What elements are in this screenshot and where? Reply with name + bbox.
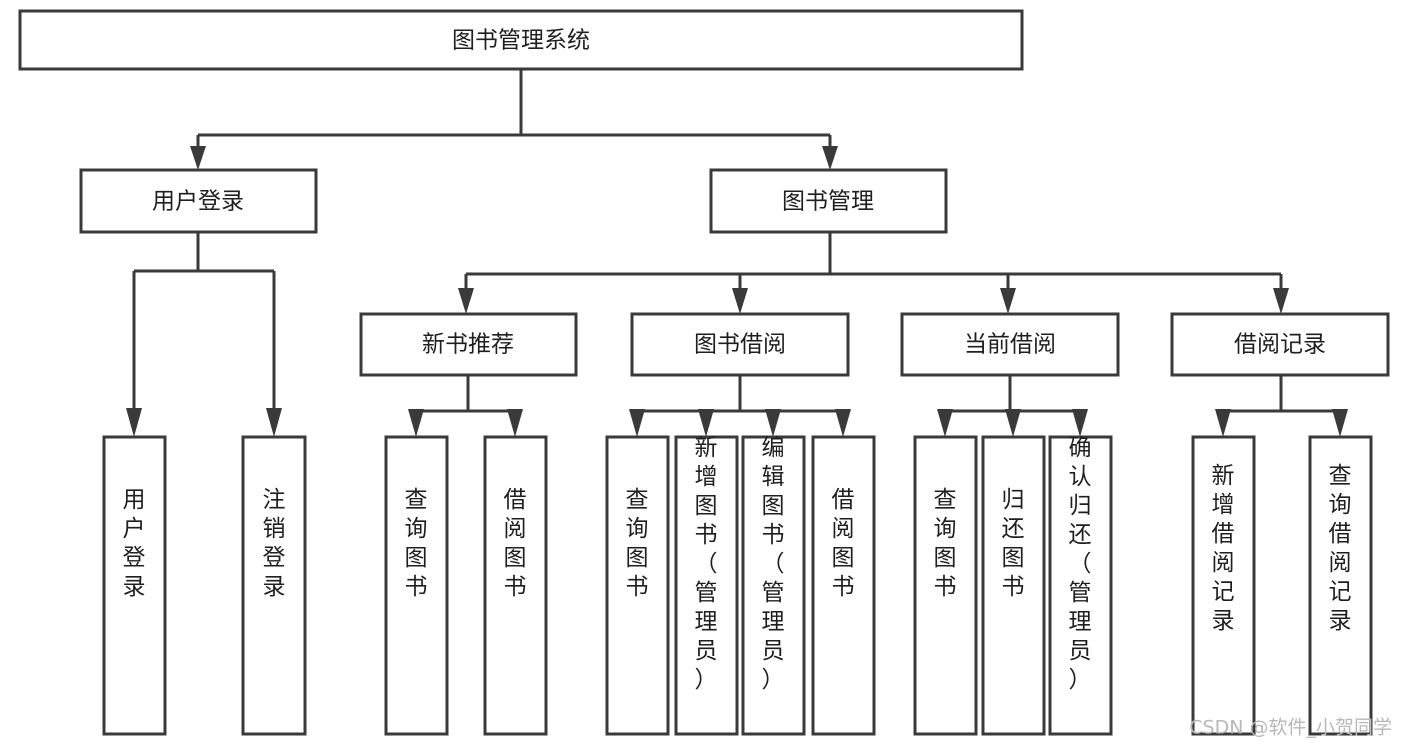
- node-leaf-edit-book-label: 编辑图书（管理员）: [762, 435, 785, 693]
- node-book-management[interactable]: 图书管理: [709, 168, 948, 234]
- node-leaf-add-record-box[interactable]: [1191, 435, 1256, 736]
- node-leaf-borrow-book-1[interactable]: 借阅图书: [483, 435, 548, 736]
- arrow-head-leaf-logout-login: [266, 408, 282, 437]
- node-borrow-record-box[interactable]: [1170, 312, 1390, 377]
- node-root-label: 图书管理系统: [452, 28, 590, 54]
- node-leaf-return-book[interactable]: 归还图书: [981, 435, 1046, 736]
- node-current-borrow-box[interactable]: [900, 312, 1120, 377]
- arrow-head-current-borrow: [1000, 288, 1016, 314]
- node-leaf-query-book-3-label: 查询图书: [934, 487, 957, 600]
- node-leaf-borrow-book-2[interactable]: 借阅图书: [811, 435, 876, 736]
- watermark-label: CSDN @软件_小贺同学: [1189, 717, 1392, 739]
- node-root[interactable]: 图书管理系统: [18, 9, 1024, 71]
- node-leaf-query-book-2-label: 查询图书: [626, 487, 649, 600]
- arrow-head-borrow-record: [1273, 288, 1289, 314]
- arrow-head-leaf-add-book: [698, 409, 714, 437]
- node-leaf-query-record-label: 查询借阅记录: [1329, 463, 1352, 634]
- node-user-login[interactable]: 用户登录: [79, 168, 318, 234]
- node-book-borrow-box[interactable]: [630, 312, 850, 377]
- node-leaf-add-book-label: 新增图书（管理员）: [695, 435, 718, 693]
- arrow-head-leaf-query-book-2: [629, 409, 645, 437]
- arrow-head-leaf-confirm-return: [1072, 409, 1088, 437]
- node-leaf-return-book-box[interactable]: [981, 435, 1046, 736]
- node-book-borrow[interactable]: 图书借阅: [630, 312, 850, 377]
- node-new-book-recommend-label: 新书推荐: [422, 332, 514, 358]
- node-leaf-confirm-return-label: 确认归还（管理员）: [1069, 435, 1092, 693]
- node-book-management-box[interactable]: [709, 168, 948, 234]
- arrow-head-leaf-borrow-book-2: [835, 409, 851, 437]
- node-leaf-user-login-label: 用户登录: [123, 487, 146, 600]
- node-leaf-query-book-1-box[interactable]: [384, 435, 449, 736]
- node-leaf-query-book-2-box[interactable]: [605, 435, 670, 736]
- arrow-head-leaf-borrow-book-1: [507, 409, 523, 437]
- connector-layer: [126, 69, 1348, 437]
- node-borrow-record-label: 借阅记录: [1234, 332, 1326, 358]
- node-leaf-edit-book[interactable]: 编辑图书（管理员）: [741, 435, 806, 736]
- node-leaf-query-book-1-label: 查询图书: [405, 487, 428, 600]
- arrow-head-leaf-query-record: [1332, 409, 1348, 437]
- node-leaf-edit-book-box[interactable]: [741, 435, 806, 736]
- node-leaf-add-book-box[interactable]: [674, 435, 739, 736]
- node-book-borrow-label: 图书借阅: [694, 332, 786, 358]
- arrow-head-leaf-query-book-1: [408, 409, 424, 437]
- arrow-head-leaf-add-record: [1215, 409, 1231, 437]
- node-leaf-borrow-book-1-box[interactable]: [483, 435, 548, 736]
- arrow-head-leaf-query-book-3: [937, 409, 953, 437]
- node-root-box[interactable]: [18, 9, 1024, 71]
- node-leaf-add-book[interactable]: 新增图书（管理员）: [674, 435, 739, 736]
- node-leaf-query-book-3[interactable]: 查询图书: [913, 435, 978, 736]
- node-leaf-query-book-3-box[interactable]: [913, 435, 978, 736]
- node-borrow-record[interactable]: 借阅记录: [1170, 312, 1390, 377]
- node-current-borrow-label: 当前借阅: [964, 332, 1056, 358]
- node-leaf-borrow-book-2-label: 借阅图书: [832, 487, 855, 600]
- node-leaf-confirm-return-box[interactable]: [1048, 435, 1113, 736]
- node-leaf-borrow-book-1-label: 借阅图书: [504, 487, 527, 600]
- node-leaf-logout-login-label: 注销登录: [263, 487, 286, 600]
- arrow-head-book-borrow: [732, 288, 748, 314]
- node-user-login-label: 用户登录: [152, 189, 244, 215]
- arrow-head-user-login: [190, 146, 206, 170]
- node-leaf-query-record[interactable]: 查询借阅记录: [1308, 435, 1373, 736]
- node-current-borrow[interactable]: 当前借阅: [900, 312, 1120, 377]
- node-new-book-recommend-box[interactable]: [359, 312, 578, 377]
- node-leaf-user-login[interactable]: 用户登录: [102, 435, 167, 736]
- node-leaf-query-book-2[interactable]: 查询图书: [605, 435, 670, 736]
- arrow-head-leaf-user-login: [126, 408, 142, 437]
- arrow-head-book-management: [822, 146, 838, 170]
- node-user-login-box[interactable]: [79, 168, 318, 234]
- node-leaf-borrow-book-2-box[interactable]: [811, 435, 876, 736]
- node-leaf-logout-login[interactable]: 注销登录: [241, 435, 307, 736]
- arrow-head-leaf-return-book: [1005, 409, 1021, 437]
- node-leaf-query-book-1[interactable]: 查询图书: [384, 435, 449, 736]
- node-new-book-recommend[interactable]: 新书推荐: [359, 312, 578, 377]
- node-leaf-user-login-box[interactable]: [102, 435, 167, 736]
- node-leaf-logout-login-box[interactable]: [241, 435, 307, 736]
- node-leaf-confirm-return[interactable]: 确认归还（管理员）: [1048, 435, 1113, 736]
- node-book-management-label: 图书管理: [782, 189, 874, 215]
- arrow-head-leaf-edit-book: [765, 409, 781, 437]
- node-leaf-add-record-label: 新增借阅记录: [1212, 463, 1235, 634]
- node-leaf-query-record-box[interactable]: [1308, 435, 1373, 736]
- node-leaf-add-record[interactable]: 新增借阅记录: [1191, 435, 1256, 736]
- arrow-head-new-book-recommend: [458, 288, 474, 314]
- node-leaf-return-book-label: 归还图书: [1002, 487, 1025, 600]
